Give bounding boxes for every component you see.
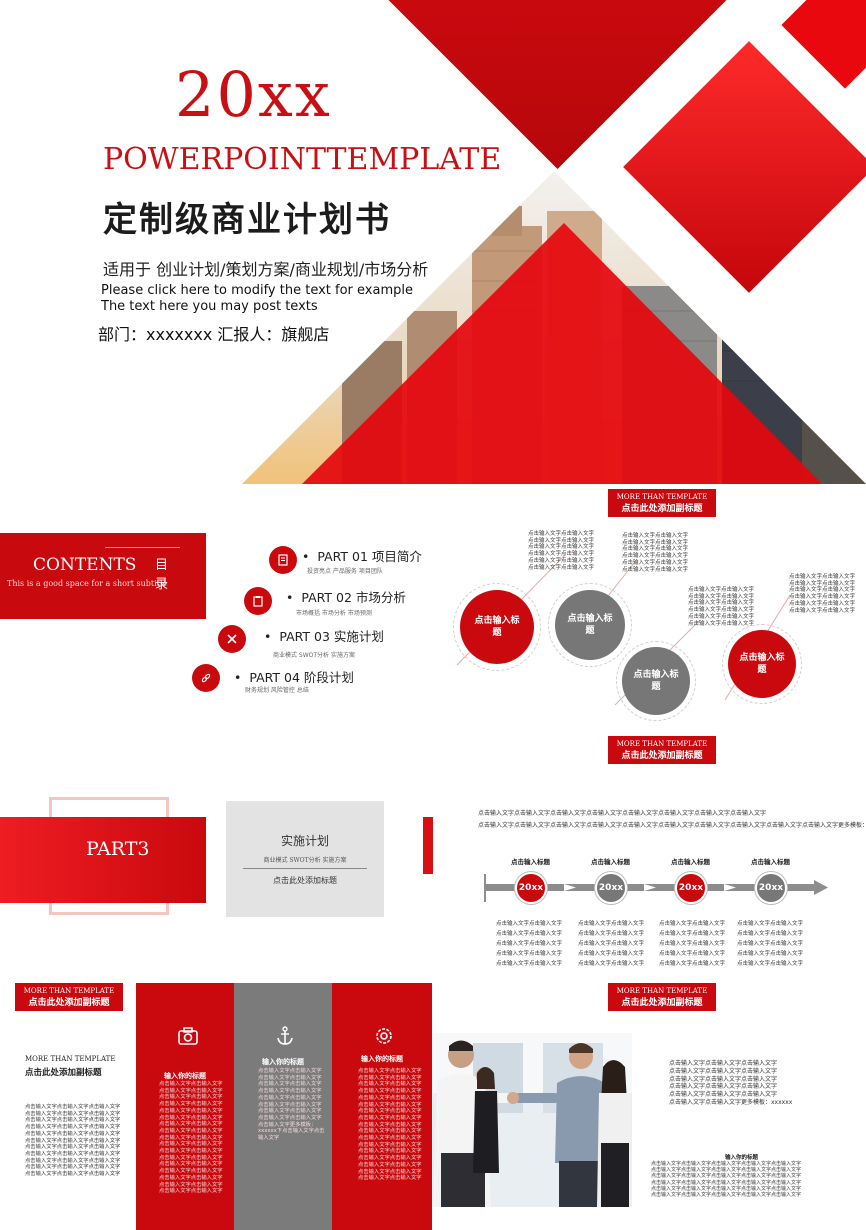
- timeline-node[interactable]: 20xx: [675, 872, 707, 904]
- circle-node[interactable]: 点击输入标 题: [622, 647, 690, 715]
- divider: [105, 547, 180, 548]
- anchor-icon: [277, 1026, 293, 1045]
- column-title: 输入你的标题: [262, 1058, 304, 1066]
- photo-slide-subtext: 点击输入文字点击输入文字点击输入文字点击输入文字点击输入文字 点击输入文字点击输…: [651, 1161, 802, 1199]
- circle-node[interactable]: 点击输入标 题: [728, 630, 796, 698]
- divider: [243, 868, 367, 869]
- toc-item-label: PART 02 市场分析: [301, 590, 406, 605]
- feature-column: [234, 983, 332, 1230]
- circle-ring: [453, 583, 541, 671]
- toc-item-part02[interactable]: • PART 02 市场分析: [286, 590, 406, 605]
- link-icon: [192, 664, 220, 692]
- feature-column: [332, 983, 432, 1230]
- tag-cn: 点击此处添加副标题: [621, 504, 703, 514]
- settings-icon: [376, 1028, 392, 1044]
- timeline-node-title: 点击输入标题: [511, 858, 550, 866]
- photo-slide-subtitle: 输入你的标题: [725, 1155, 759, 1161]
- part-card-title: 实施计划: [280, 834, 329, 848]
- toc-item-part04[interactable]: • PART 04 阶段计划: [234, 670, 354, 685]
- cover-main-title: 定制级商业计划书: [103, 200, 391, 240]
- timeline-intro: 点击输入文字点击输入文字点击输入文字点击输入文字点击输入文字点击输入文字点击输入…: [478, 822, 866, 829]
- tag-en: MORE THAN TEMPLATE: [616, 740, 708, 748]
- column-text: 点击输入文字点击输入文字 点击输入文字点击输入文字 点击输入文字点击输入文字 点…: [358, 1068, 422, 1182]
- circle-node[interactable]: 点击输入标 题: [555, 590, 625, 660]
- toc-item-sub: 市场概括 市场分析 市场预测: [296, 610, 372, 617]
- tag-en: MORE THAN TEMPLATE: [616, 493, 708, 501]
- timeline-node-title: 点击输入标题: [591, 858, 630, 866]
- cover-template-title: POWERPOINTTEMPLATE: [103, 142, 502, 177]
- contents-subtitle: This is a good space for a short subtitl…: [7, 579, 168, 588]
- part-banner: [0, 817, 206, 903]
- timeline-intro: 点击输入文字点击输入文字点击输入文字点击输入文字点击输入文字点击输入文字点击输入…: [478, 810, 767, 817]
- document-icon: [269, 546, 297, 574]
- feature-column: [136, 983, 234, 1230]
- subtitle-tag: MORE THAN TEMPLATE 点击此处添加副标题: [608, 983, 716, 1011]
- text-block: 点击输入文字点击输入文字 点击输入文字点击输入文字 点击输入文字点击输入文字 点…: [528, 531, 595, 571]
- timeline-node-text: 点击输入文字点击输入文字 点击输入文字点击输入文字 点击输入文字点击输入文字 点…: [659, 921, 726, 967]
- tag-en: MORE THAN TEMPLATE: [23, 987, 115, 995]
- subtitle-tag: MORE THAN TEMPLATE 点击此处添加副标题: [15, 983, 123, 1011]
- business-handshake-photo: [433, 1033, 632, 1207]
- timeline-node-text: 点击输入文字点击输入文字 点击输入文字点击输入文字 点击输入文字点击输入文字 点…: [578, 921, 645, 967]
- cover-department-line: 部门：xxxxxxx 汇报人：旗舰店: [98, 325, 330, 344]
- circle-ring: [616, 641, 696, 721]
- toc-item-sub: 财务规划 风险管控 总结: [245, 687, 309, 694]
- cover-year: 20xx: [175, 58, 332, 131]
- timeline-node[interactable]: 20xx: [755, 872, 787, 904]
- part-card: [226, 801, 384, 917]
- text-block: 点击输入文字点击输入文字 点击输入文字点击输入文字 点击输入文字点击输入文字 点…: [789, 574, 856, 614]
- timeline-node-text: 点击输入文字点击输入文字 点击输入文字点击输入文字 点击输入文字点击输入文字 点…: [737, 921, 804, 967]
- column-text: 点击输入文字点击输入文字 点击输入文字点击输入文字 点击输入文字点击输入文字 点…: [258, 1068, 325, 1142]
- subtitle-tag: MORE THAN TEMPLATE 点击此处添加副标题: [608, 736, 716, 764]
- text-block: 点击输入文字点击输入文字 点击输入文字点击输入文字 点击输入文字点击输入文字 点…: [622, 533, 689, 573]
- clipboard-icon: [244, 587, 272, 615]
- toc-item-label: PART 03 实施计划: [279, 629, 384, 644]
- cover-slide: 20xx POWERPOINTTEMPLATE 定制级商业计划书 适用于 创业计…: [0, 0, 866, 484]
- contents-title: CONTENTS: [33, 555, 137, 575]
- timeline-node-title: 点击输入标题: [751, 858, 790, 866]
- toc-item-part01[interactable]: • PART 01 项目简介: [302, 549, 422, 564]
- camera-icon: [178, 1027, 198, 1045]
- cover-desc-line: Please click here to modify the text for…: [101, 283, 413, 298]
- cover-desc-line: The text here you may post texts: [101, 299, 318, 314]
- tools-icon: [218, 625, 246, 653]
- column-text: 点击输入文字点击输入文字 点击输入文字点击输入文字 点击输入文字点击输入文字 点…: [159, 1081, 223, 1195]
- red-diamond-shape: [781, 0, 866, 89]
- tag-cn: 点击此处添加副标题: [621, 998, 703, 1008]
- contents-banner: [0, 533, 206, 619]
- tag-cn: 点击此处添加副标题: [621, 751, 703, 761]
- timeline-arrow: [484, 874, 828, 902]
- contents-cn-label: 录: [155, 577, 169, 592]
- toc-item-sub: 商业模式 SWOT分析 实施方案: [273, 652, 355, 659]
- part-title: PART3: [86, 838, 150, 860]
- toc-item-part03[interactable]: • PART 03 实施计划: [264, 629, 384, 644]
- timeline-node-title: 点击输入标题: [671, 858, 710, 866]
- circle-node[interactable]: 点击输入标 题: [460, 590, 534, 664]
- city-photo-triangle: [242, 171, 866, 484]
- part-card-link[interactable]: 点击此处添加标题: [273, 876, 337, 885]
- photo-slide-text: 点击输入文字点击输入文字点击输入文字 点击输入文字点击输入文字点击输入文字 点击…: [669, 1060, 793, 1106]
- timeline-node[interactable]: 20xx: [595, 872, 627, 904]
- toc-item-label: PART 01 项目简介: [317, 549, 422, 564]
- tag-cn: 点击此处添加副标题: [28, 998, 110, 1008]
- toc-item-sub: 投资亮点 产品服务 项目团队: [307, 568, 383, 575]
- subtitle-tag: MORE THAN TEMPLATE 点击此处添加副标题: [608, 489, 716, 517]
- accent-strip: [423, 817, 433, 874]
- column-title: 输入你的标题: [361, 1055, 403, 1063]
- column-title: 输入你的标题: [164, 1072, 206, 1080]
- timeline-node-text: 点击输入文字点击输入文字 点击输入文字点击输入文字 点击输入文字点击输入文字 点…: [496, 921, 563, 967]
- section-text: 点击输入文字点击输入文字点击输入文字 点击输入文字点击输入文字点击输入文字 点击…: [25, 1104, 121, 1178]
- toc-item-label: PART 04 阶段计划: [249, 670, 354, 685]
- contents-cn-label: 目: [155, 558, 169, 573]
- section-cn-label: 点击此处添加副标题: [25, 1068, 102, 1078]
- section-en-label: MORE THAN TEMPLATE: [25, 1055, 116, 1063]
- circle-ring: [548, 583, 632, 667]
- circle-ring: [722, 624, 802, 704]
- part-card-sub: 商业模式 SWOT分析 实施方案: [263, 857, 347, 864]
- cover-usage-text: 适用于 创业计划/策划方案/商业规划/市场分析: [103, 260, 429, 279]
- timeline-node[interactable]: 20xx: [515, 872, 547, 904]
- text-block: 点击输入文字点击输入文字 点击输入文字点击输入文字 点击输入文字点击输入文字 点…: [688, 587, 755, 627]
- tag-en: MORE THAN TEMPLATE: [616, 987, 708, 995]
